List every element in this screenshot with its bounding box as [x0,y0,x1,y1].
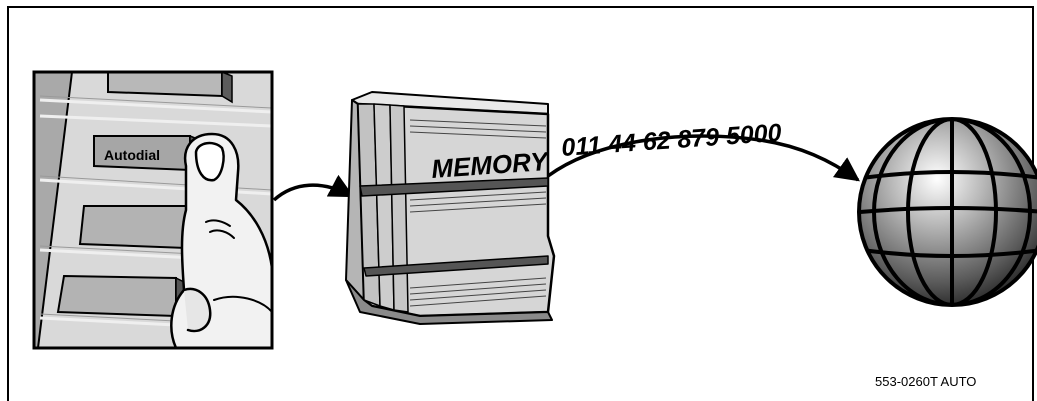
arrow-phone-to-memory [274,185,352,200]
telephone-panel: Autodial [34,72,272,348]
globe-icon [859,118,1037,306]
autodial-button-label: Autodial [104,147,160,163]
memory-unit [346,92,554,324]
dialed-number: 011 44 62 879 5000 [560,119,782,162]
figure-id: 553-0260T AUTO [875,374,976,389]
